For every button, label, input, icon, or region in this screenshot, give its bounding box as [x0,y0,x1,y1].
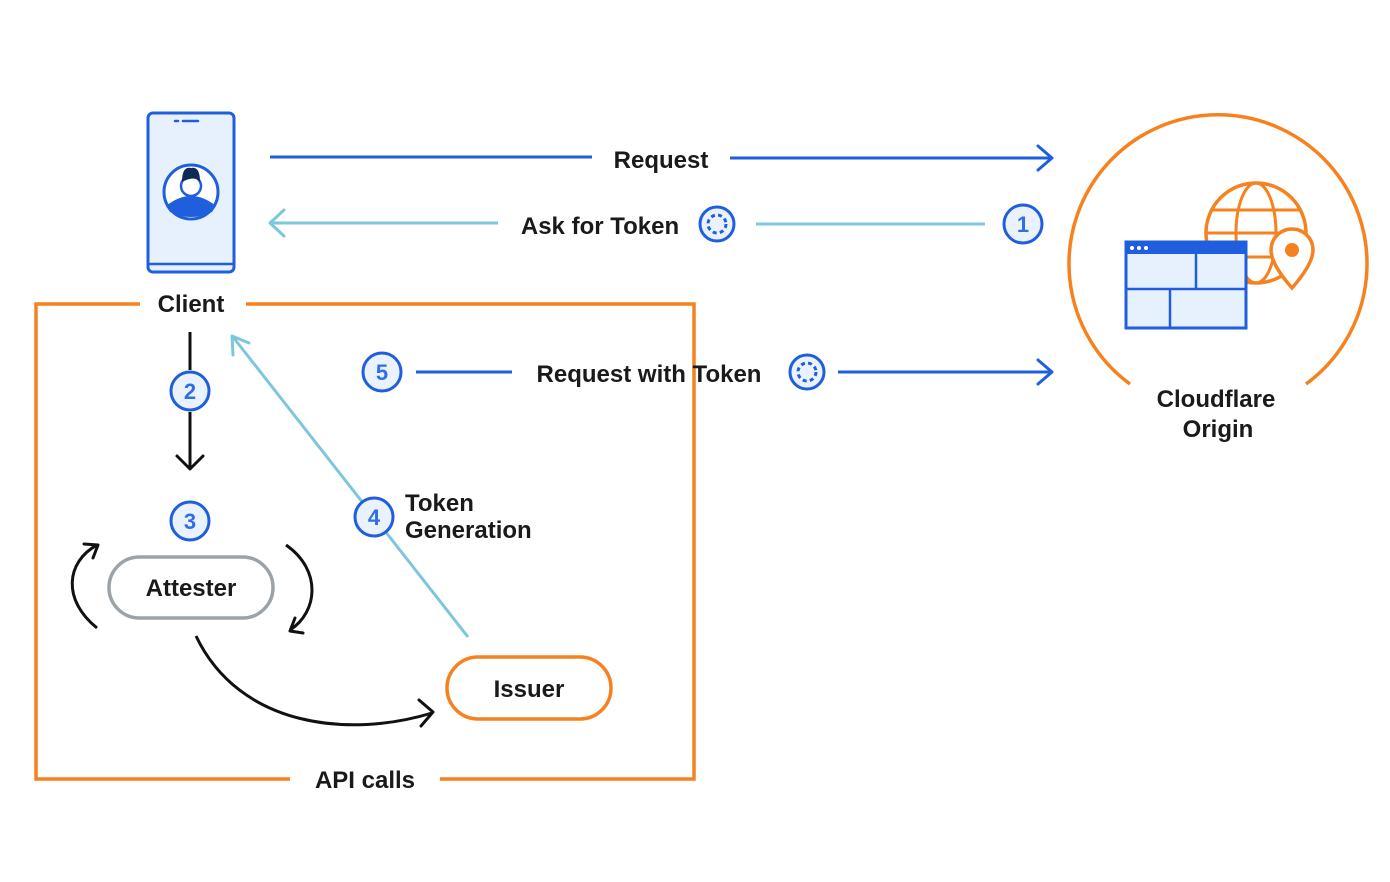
step-5-number: 5 [376,360,388,385]
attest-loop-arrows [70,542,314,635]
step-1-badge: 1 [1002,203,1044,245]
step-3-number: 3 [184,509,196,534]
client-phone-icon [146,111,236,274]
browser-window-icon [1124,240,1248,330]
token-generation-label-line1: Token [405,490,474,517]
attester-to-issuer-edge [194,635,435,728]
token-icon [698,205,736,243]
token-generation-label-line2: Generation [405,517,532,544]
api-calls-label: API calls [315,767,415,794]
step-4-number: 4 [368,505,381,530]
user-avatar-icon [162,163,220,221]
request-label: Request [614,147,709,174]
api-calls-box: API calls [34,302,696,794]
location-pin-icon [1269,227,1315,291]
step-4-badge: 4 [353,496,395,538]
request-with-token-edge: 5 Request with Token [361,351,1054,393]
step-3-badge: 3 [169,500,211,542]
client-to-attester-edge: 2 [169,332,211,471]
ask-for-token-edge: Ask for Token 1 [268,203,1044,245]
step-2-badge: 2 [169,370,211,412]
origin-label-line1: Cloudflare [1157,386,1276,413]
request-edge: Request [270,144,1054,174]
token-generation-edge: 4 Token Generation [230,334,532,638]
step-5-badge: 5 [361,351,403,393]
issuer-label: Issuer [494,676,565,703]
step-2-number: 2 [184,379,196,404]
token-icon [788,353,826,391]
issuer-node: Issuer [445,655,613,721]
origin-label-line2: Origin [1183,416,1254,443]
attester-label: Attester [146,575,237,602]
client-label: Client [158,291,225,318]
step-1-number: 1 [1017,212,1029,237]
ask-for-token-label: Ask for Token [521,213,679,240]
request-with-token-label: Request with Token [537,361,762,388]
cloudflare-origin: Cloudflare Origin [1067,113,1369,443]
attester-node: Attester [107,555,275,620]
